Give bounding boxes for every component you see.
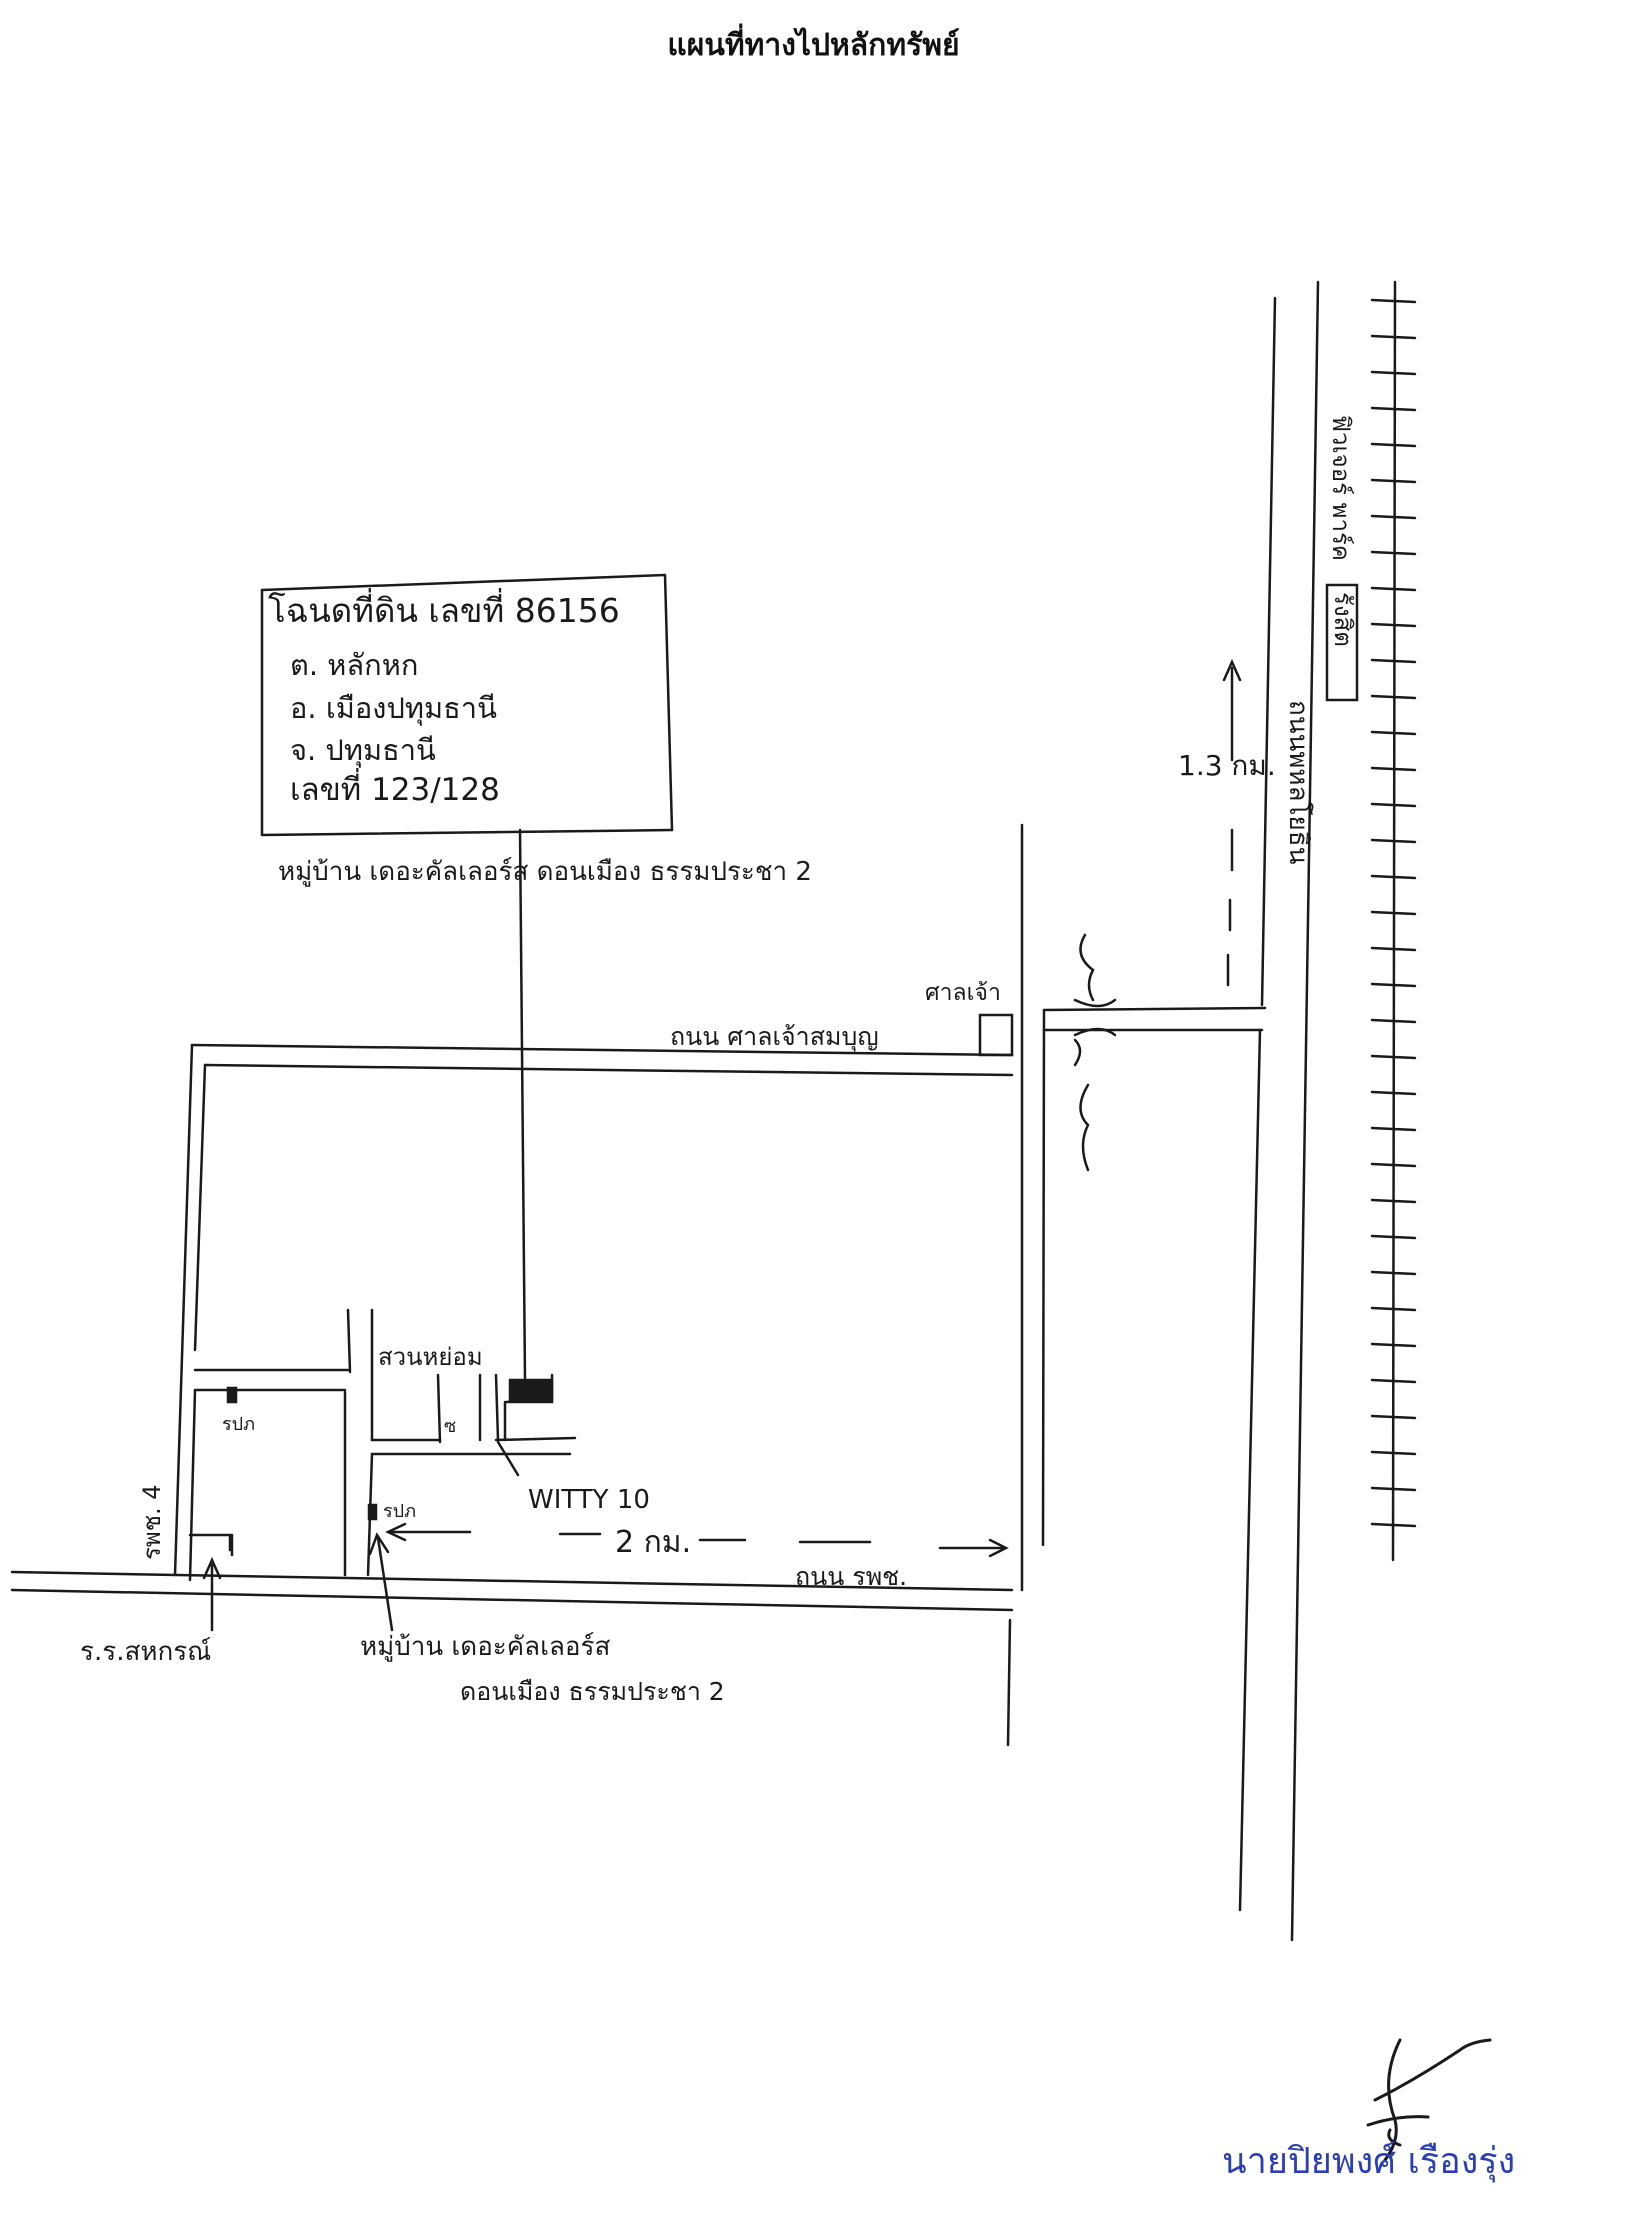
railway-tie [1370,1522,1417,1528]
inner-lots [366,1308,577,1577]
railway-tie [1370,406,1417,412]
deed-line-5: เลขที่ 123/128 [290,768,500,808]
railway-tie [1370,478,1417,484]
guard-label-1: รปภ [222,1414,255,1435]
railway-tie [1370,514,1417,520]
target-plot [508,1378,554,1404]
railway-tie [1370,370,1417,376]
railway-tie [1370,766,1417,772]
north-distance-arrow [1222,658,1242,987]
railway-tie [1370,334,1417,340]
railway-tie [1370,1378,1417,1384]
highway-landmark-box [1325,583,1359,702]
page-title: แผนที่ทางไปหลักทรัพย์ [667,28,960,63]
railway-tie [1370,802,1417,808]
highway-label: ถนนพหลโยธิน [1283,700,1314,865]
road-top-label: ถนน ศาลเจ้าสมบุญ [670,1022,879,1052]
railway-tie [1370,946,1417,952]
railway [1370,280,1417,1562]
witty-pointer-line [496,1440,520,1477]
deed-pointer-line [518,828,527,1382]
railway-tie [1370,982,1417,988]
village-top-label: หมู่บ้าน เดอะคัลเลอร์ส ดอนเมือง ธรรมประช… [278,857,812,887]
deed-line-2: ต. หลักหก [290,648,418,682]
railway-tie [1370,1306,1417,1312]
lot-mark: ซ [444,1416,456,1437]
railway-tie [1370,1018,1417,1024]
railway-tie [1370,1450,1417,1456]
park-label: สวนหย่อม [378,1343,483,1371]
railway-tie [1370,1342,1417,1348]
railway-tie [1370,442,1417,448]
railway-tie [1370,550,1417,556]
railway-tie [1370,874,1417,880]
bottom-label-arrows [202,1532,394,1632]
deed-line-3: อ. เมืองปทุมธานี [290,691,497,726]
shrine-label: ศาลเจ้า [925,980,1001,1006]
signature [1366,2038,1492,2162]
road-top [173,1043,1014,1577]
school-label: ร.ร.สหกรณ์ [80,1637,211,1667]
highway-landmark-label: ฟิวเจอร์ พาร์ค [1327,415,1355,561]
deed-line-4: จ. ปทุมธานี [290,733,436,768]
railway-tie [1370,1270,1417,1276]
deed-line-1: โฉนดที่ดิน เลขที่ 86156 [268,588,620,630]
railway-tie [1370,1198,1417,1204]
canal-symbol [1073,933,1117,1172]
railway-tie [1370,622,1417,628]
railway-tie [1370,1486,1417,1492]
guard-label-2: รปภ [383,1501,416,1522]
road-bottom-label: ถนน รพช. [795,1562,907,1591]
railway-tie [1370,730,1417,736]
east-distance-arrow [385,1522,1009,1558]
highway-road [1238,280,1320,1942]
north-distance-label: 1.3 กม. [1178,749,1276,782]
railway-tie [1370,658,1417,664]
deed-box [260,573,674,837]
railway-tie [1370,1054,1417,1060]
railway-tie [1370,1126,1417,1132]
guard-marker-2 [367,1503,378,1521]
railway-tie [1370,694,1417,700]
village-bottom-label-1: หมู่บ้าน เดอะคัลเลอร์ส [360,1632,610,1662]
soi-label: รพช. 4 [138,1484,166,1560]
road-bottom [10,1570,1014,1612]
village-bottom-label-2: ดอนเมือง ธรรมประชา 2 [460,1677,725,1706]
railway-tie [1370,1162,1417,1168]
signer-name: นายปิยพงศ์ เรืองรุ่ง [1222,2141,1516,2182]
railway-tie [1370,1414,1417,1420]
railway-tie [1370,586,1417,592]
witty-label: WITTY 10 [528,1485,650,1515]
railway-tie [1370,1090,1417,1096]
railway-tie [1370,1234,1417,1240]
railway-tie [1370,910,1417,916]
rangsit-label: รังสิต [1329,592,1357,647]
shrine-box [978,1013,1014,1057]
left-blocks [188,1308,352,1582]
railway-tie [1370,838,1417,844]
side-road [1006,823,1267,1747]
guard-marker-1 [226,1386,238,1404]
railway-ties [1370,298,1417,1528]
railway-tie [1370,298,1417,304]
east-distance-label: 2 กม. [615,1525,691,1560]
